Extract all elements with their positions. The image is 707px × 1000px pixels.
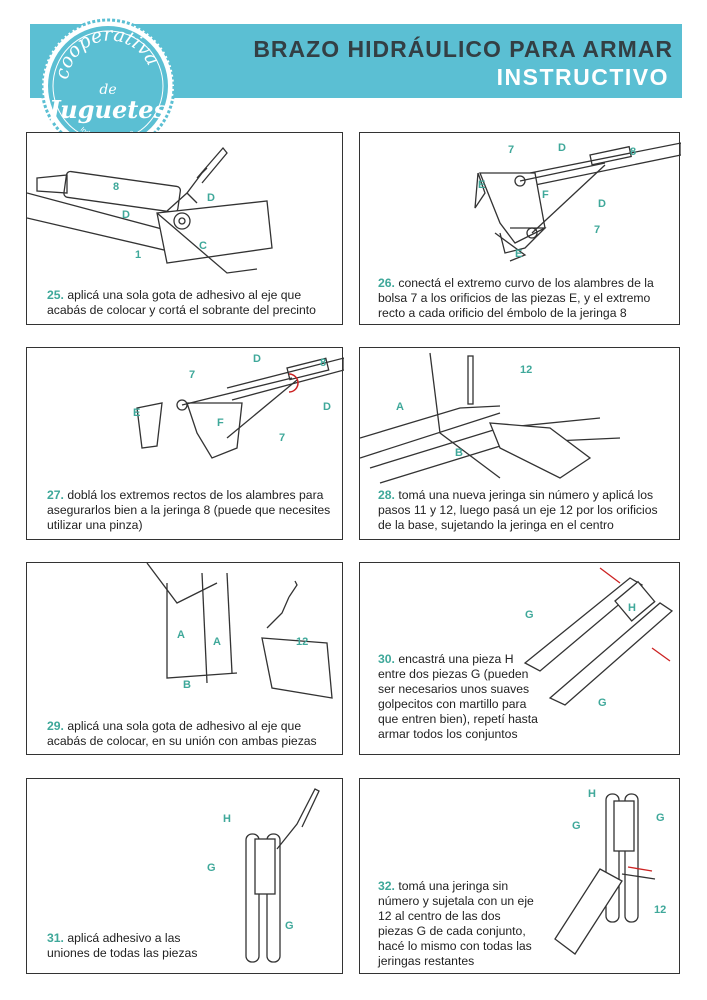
step-25-text: aplicá una sola gota de adhesivo al eje …: [47, 288, 316, 317]
step-32-label-2: G: [572, 820, 581, 832]
step-26-label-8: E: [515, 248, 522, 260]
step-26-label-1: 7: [508, 144, 514, 156]
step-25-caption: 25. aplicá una sola gota de adhesivo al …: [47, 288, 332, 318]
step-31-number: 31.: [47, 931, 64, 945]
step-32-caption: 32. tomá una jeringa sin número y sujeta…: [378, 879, 538, 969]
step-30-label-3: G: [598, 697, 607, 709]
step-27-number: 27.: [47, 488, 64, 502]
step-32-label-1: H: [588, 788, 596, 800]
step-29-label-2: A: [213, 636, 221, 648]
step-26-label-5: F: [542, 189, 549, 201]
step-25-panel: 8 D D C 1 25. aplicá una sola gota de ad…: [26, 132, 343, 325]
step-25-label-3: D: [122, 209, 130, 221]
step-28-number: 28.: [378, 488, 395, 502]
step-26-text: conectá el extremo curvo de los alambres…: [378, 276, 654, 320]
page-subtitle: INSTRUCTIVO: [496, 64, 669, 90]
step-29-label-1: A: [177, 629, 185, 641]
step-31-illustration: H G G: [207, 788, 320, 963]
step-27-illustration: D 8 7 D E F 7: [133, 353, 344, 459]
step-29-label-3: 12: [296, 636, 308, 648]
step-28-label-1: 12: [520, 364, 532, 376]
step-28-text: tomá una nueva jeringa sin número y apli…: [378, 488, 658, 532]
step-31-text: aplicá adhesivo a las uniones de todas l…: [47, 931, 198, 960]
step-30-panel: G H G 30. encastrá una pieza H entre dos…: [359, 562, 680, 755]
step-30-illustration: G H G: [523, 567, 674, 709]
step-27-label-3: 7: [189, 369, 195, 381]
step-32-illustration: H G G 12: [554, 788, 666, 955]
step-28-label-3: B: [455, 447, 463, 459]
step-25-label-4: C: [199, 240, 207, 252]
step-28-panel: 12 A B 28. tomá una nueva jeringa sin nú…: [359, 347, 680, 540]
step-31-label-3: G: [285, 920, 294, 932]
step-27-label-4: D: [323, 401, 331, 413]
step-29-illustration: A A 12 B: [146, 563, 333, 699]
step-27-caption: 27. doblá los extremos rectos de los ala…: [47, 488, 332, 533]
page-title: BRAZO HIDRÁULICO PARA ARMAR: [253, 36, 673, 62]
step-30-label-1: G: [525, 609, 534, 621]
step-29-text: aplicá una sola gota de adhesivo al eje …: [47, 719, 317, 748]
logo-line2: de: [99, 82, 116, 98]
step-32-label-3: G: [656, 812, 665, 824]
logo-line3: Juguetes: [45, 95, 168, 124]
step-26-number: 26.: [378, 276, 395, 290]
step-31-label-2: G: [207, 862, 216, 874]
step-30-caption: 30. encastrá una pieza H entre dos pieza…: [378, 652, 543, 742]
step-30-text: encastrá una pieza H entre dos piezas G …: [378, 652, 538, 741]
step-30-number: 30.: [378, 652, 395, 666]
step-31-caption: 31. aplicá adhesivo a las uniones de tod…: [47, 931, 222, 961]
step-27-label-6: F: [217, 417, 224, 429]
step-28-caption: 28. tomá una nueva jeringa sin número y …: [378, 488, 673, 533]
step-26-label-4: E: [478, 179, 485, 191]
step-29-number: 29.: [47, 719, 64, 733]
step-26-panel: 7 D 8 E F D 7 E 26. conectá el extremo c…: [359, 132, 681, 325]
step-25-label-5: 1: [135, 249, 141, 261]
step-30-label-2: H: [628, 602, 636, 614]
step-26-label-2: D: [558, 142, 566, 154]
step-32-number: 32.: [378, 879, 395, 893]
step-28-illustration: 12 A B: [360, 352, 621, 484]
step-27-label-1: D: [253, 353, 261, 365]
step-29-label-4: B: [183, 679, 191, 691]
step-27-text: doblá los extremos rectos de los alambre…: [47, 488, 331, 532]
step-25-number: 25.: [47, 288, 64, 302]
step-32-label-4: 12: [654, 904, 666, 916]
step-29-panel: A A 12 B 29. aplicá una sola gota de adh…: [26, 562, 343, 755]
step-26-label-6: D: [598, 198, 606, 210]
step-25-illustration: 8 D D C 1: [27, 146, 273, 274]
step-28-label-2: A: [396, 401, 404, 413]
step-26-label-3: 8: [630, 146, 636, 158]
step-31-label-1: H: [223, 813, 231, 825]
step-31-panel: H G G 31. aplicá adhesivo a las uniones …: [26, 778, 343, 974]
step-26-illustration: 7 D 8 E F D 7 E: [474, 142, 681, 262]
step-26-caption: 26. conectá el extremo curvo de los alam…: [378, 276, 673, 321]
step-27-label-7: 7: [279, 432, 285, 444]
step-25-label-1: 8: [113, 181, 119, 193]
step-32-text: tomá una jeringa sin número y sujetala c…: [378, 879, 534, 968]
step-27-label-5: E: [133, 407, 140, 419]
step-25-label-2: D: [207, 192, 215, 204]
step-32-panel: H G G 12 32. tomá una jeringa sin número…: [359, 778, 680, 974]
step-27-panel: D 8 7 D E F 7 27. doblá los extremos rec…: [26, 347, 344, 540]
cooperativa-logo: cooperativa de Juguetes Industria Argent…: [40, 18, 176, 154]
step-27-label-2: 8: [320, 357, 326, 369]
step-26-label-7: 7: [594, 224, 600, 236]
step-29-caption: 29. aplicá una sola gota de adhesivo al …: [47, 719, 332, 749]
